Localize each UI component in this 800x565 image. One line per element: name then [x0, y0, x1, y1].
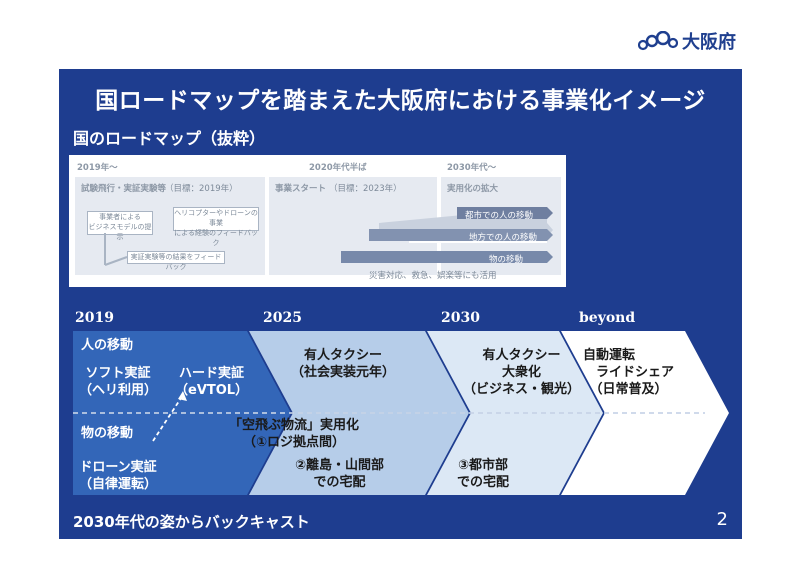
arrow-goods-label: 物の移動: [489, 255, 524, 265]
chevron-2025: [249, 331, 469, 495]
national-roadmap-image: 2019年～ 2020年代半ば 2030年代～ 試験飛行・実証実験等 （目標：2…: [69, 155, 566, 287]
year-2025: 2025: [263, 310, 302, 326]
period-2020s: 2020年代半ば: [309, 163, 367, 173]
year-beyond: beyond: [579, 310, 636, 326]
period-2030s: 2030年代～: [447, 163, 497, 173]
upgrade-arrow-head: [178, 391, 187, 401]
backcast-caption: 2030年代の姿からバックキャスト: [73, 513, 310, 531]
goods-mobility-label: 物の移動: [81, 426, 134, 441]
drone-demo-text: ドローン実証 （自律運転）: [79, 460, 158, 492]
logo-text: 大阪府: [682, 32, 736, 53]
osaka-logo: 大阪府: [638, 28, 736, 54]
arrow-rural-shape: [369, 229, 553, 241]
beyond-text: 自動運転 ライドシェア （日常普及）: [583, 348, 675, 397]
roadmap-arrows: [104, 207, 553, 266]
phase-2-label: 事業スタート: [275, 184, 327, 194]
arrow-goods-shape: [341, 251, 553, 263]
people-mobility-label: 人の移動: [81, 338, 134, 353]
business-model-box: 事業者による ビジネスモデルの提示: [87, 211, 153, 241]
flying-logistics-text: 「空飛ぶ物流」実用化 （①ロジ拠点間）: [229, 418, 360, 450]
hard-demo-text: ハード実証 （eVTOL）: [175, 366, 249, 398]
main-panel: 国ロードマップを踏まえた大阪府における事業化イメージ 国のロードマップ（抜粋） …: [59, 69, 742, 539]
arrow-rural-label: 地方での人の移動: [469, 233, 538, 243]
taxi-2025-text: 有人タクシー （社会実装元年）: [291, 348, 396, 380]
phase-2-target: （目標：2023年）: [329, 184, 402, 194]
year-2030: 2030: [441, 310, 480, 326]
arrow-urban-label: 都市での人の移動: [465, 211, 534, 221]
page-number: 2: [716, 509, 728, 530]
results-feedback-box: 実証実験等の結果をフィードバック: [127, 251, 225, 271]
taxi-2030-text: 有人タクシー 大衆化 （ビジネス・観光）: [463, 348, 581, 397]
roadmap-note: 災害対応、救急、娯楽等にも活用: [369, 271, 497, 281]
osaka-emblem-icon: [638, 31, 678, 51]
roadmap-connector-2: [104, 256, 128, 266]
phase-1-label: 試験飛行・実証実験等: [81, 184, 167, 194]
arrow-urban-shape: [457, 207, 553, 219]
upgrade-arrow-line: [152, 394, 184, 442]
feedback-box: ヘリコプターやドローンの事業 による経験のフィードバック: [173, 207, 259, 247]
remote-delivery-text: ②離島・山間部 での宅配: [295, 458, 385, 490]
urban-delivery-text: ③都市部 での宅配: [457, 458, 510, 490]
phase-3-label: 実用化の拡大: [447, 184, 499, 194]
year-2019: 2019: [75, 310, 114, 326]
phase-1-target: （目標：2019年）: [165, 184, 238, 194]
period-2019: 2019年～: [77, 163, 118, 173]
page-title: 国ロードマップを踏まえた大阪府における事業化イメージ: [95, 88, 706, 114]
timeline-chevrons: [73, 331, 729, 495]
roadmap-subtitle: 国のロードマップ（抜粋）: [73, 129, 266, 148]
soft-demo-text: ソフト実証 （ヘリ利用）: [79, 366, 158, 398]
